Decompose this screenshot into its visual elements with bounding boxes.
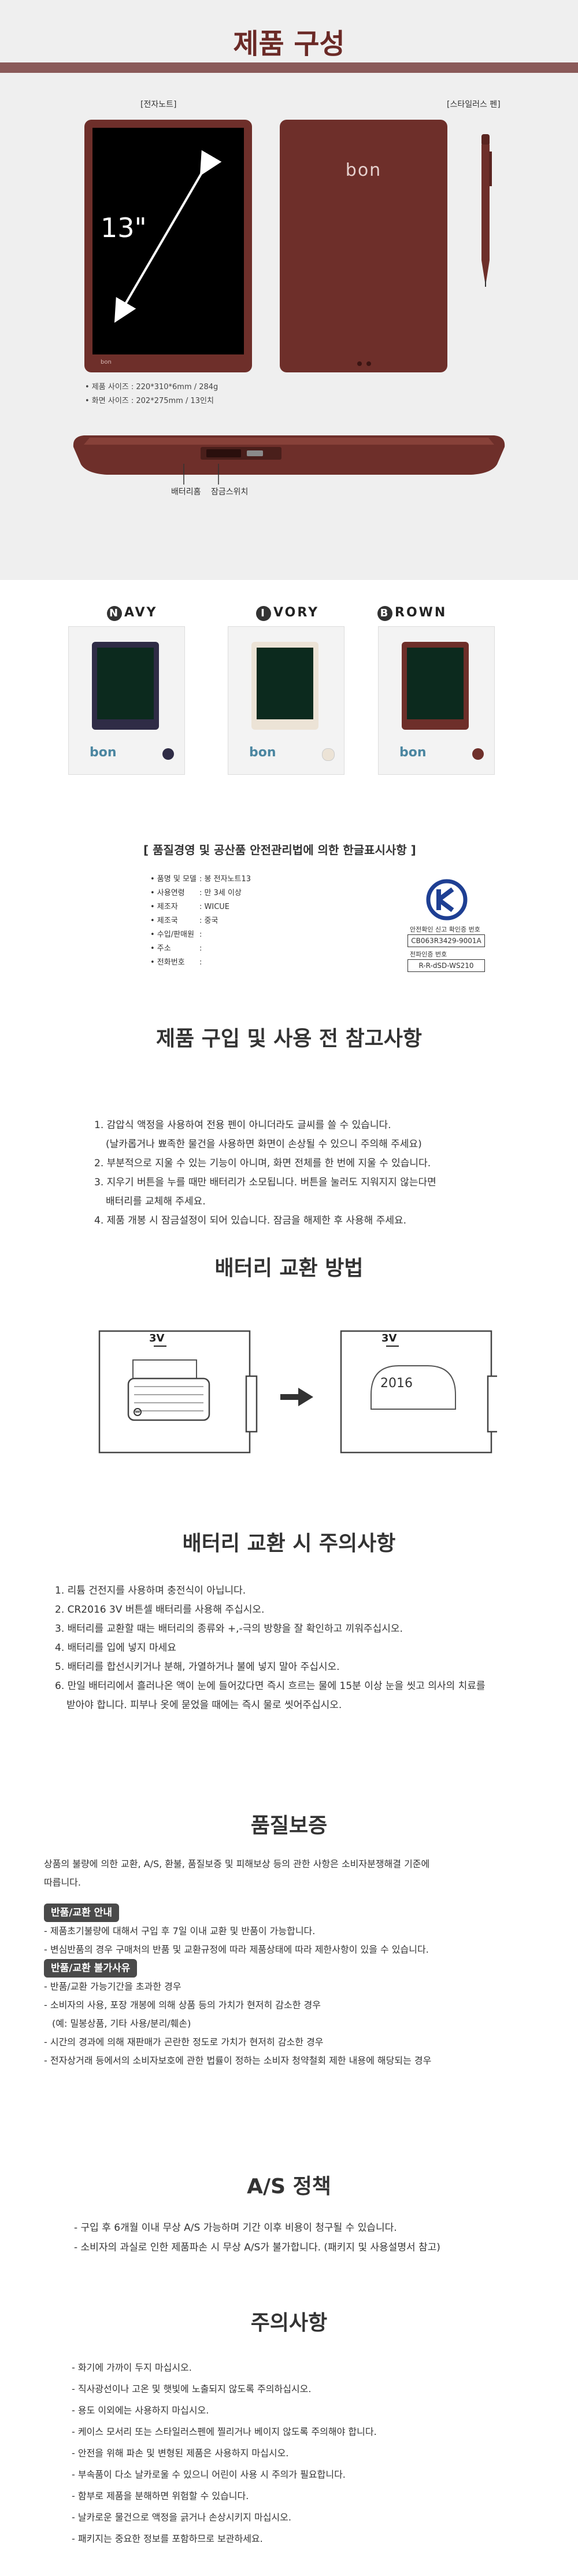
list-item: - 소비자의 사용, 포장 개봉에 의해 상품 등의 가치가 현저히 감소한 경… [44, 2000, 321, 2010]
list-item: - 전자상거래 등에서의 소비자보호에 관한 법률이 정하는 소비자 청약철회 … [44, 2055, 432, 2066]
brown-package: bon [378, 626, 495, 775]
battery-cell-label: 2016 [380, 1376, 413, 1391]
tablet-front: 13" bon [84, 120, 252, 372]
notes-list: 1. 감압식 액정을 사용하여 전용 펜이 아니더라도 글씨를 쓸 수 있습니다… [94, 1116, 436, 1230]
diagonal-arrow-icon [114, 150, 222, 323]
components-section: 제품 구성 [전자노트] [스타일러스 펜] 13" bon bon [0, 0, 578, 580]
list-item: - 직사광선이나 고온 및 햇빛에 노출되지 않도록 주의하십시오. [72, 2383, 312, 2394]
device-edge-view [73, 435, 505, 475]
caution-list: - 화기에 가까이 두지 마십시오. - 직사광선이나 고온 및 햇빛에 노출되… [72, 2357, 377, 2549]
list-item: 1. 감압식 액정을 사용하여 전용 펜이 아니더라도 글씨를 쓸 수 있습니다… [94, 1119, 391, 1131]
kc-row: • 사용연령: 만 3세 이상 [150, 889, 242, 897]
list-item: 배터리를 교체해 주세요. [106, 1196, 206, 1207]
kc-mark-icon [426, 879, 468, 921]
pointer-lines [183, 464, 219, 485]
list-item: 받아야 합니다. 피부나 옷에 묻었을 때에는 즉시 물로 씻어주십시오. [66, 1699, 342, 1711]
list-item: (예: 밀봉상품, 기타 사용/분리/훼손) [52, 2018, 191, 2029]
quality-guide: 반품/교환 안내 - 제품초기불량에 대해서 구입 후 7일 이내 교환 및 반… [44, 1904, 431, 2070]
guide-badge: 반품/교환 안내 [44, 1904, 119, 1922]
lock-switch-label: 잠금스위치 [211, 487, 249, 497]
list-item: (날카롭거나 뾰족한 물건을 사용하면 화면이 손상될 수 있으니 주의해 주세… [106, 1139, 422, 1150]
dc-symbol [154, 1346, 166, 1347]
kc-row: • 주소: [150, 944, 202, 953]
ivory-swatch [322, 748, 335, 761]
voltage-label-right: 3V [381, 1332, 397, 1344]
tablet-back: bon [280, 120, 447, 372]
back-logo: bon [345, 160, 382, 180]
kc-radio-label: 전파인증 번호 [410, 951, 447, 958]
kc-row: • 품명 및 모델: 봉 전자노트13 [150, 875, 251, 884]
components-title: 제품 구성 [233, 28, 345, 60]
notes-title: 제품 구입 및 사용 전 참고사항 [155, 1027, 423, 1051]
spec-screen-size: • 화면 사이즈 : 202*275mm / 13인치 [85, 397, 214, 405]
title-bar [0, 62, 578, 73]
package-logo: bon [249, 745, 276, 760]
kc-row: • 제조국: 중국 [150, 916, 218, 925]
spec-product-size: • 제품 사이즈 : 220*310*6mm / 284g [85, 383, 218, 391]
battery-caution-list: 1. 리튬 건전지를 사용하며 충전식이 아닙니다. 2. CR2016 3V … [55, 1581, 486, 1715]
list-item: - 안전을 위해 파손 및 변형된 제품은 사용하지 마십시오. [72, 2448, 289, 2459]
list-item: 3. 배터리를 교환할 때는 배터리의 종류와 +,-극의 방향을 잘 확인하고… [55, 1623, 403, 1635]
list-item: 5. 배터리를 합선시키거나 분해, 가열하거나 불에 넣지 말아 주십시오. [55, 1661, 340, 1673]
kc-title: [ 품질경영 및 공산품 안전관리법에 의한 한글표시사항 ] [143, 843, 416, 857]
caution-title: 주의사항 [250, 2311, 328, 2335]
battery-diagram [98, 1330, 497, 1454]
tablet-label: [전자노트] [140, 100, 177, 109]
kc-section: [ 품질경영 및 공산품 안전관리법에 의한 한글표시사항 ] • 품명 및 모… [0, 823, 578, 1026]
list-item: 3. 지우기 버튼을 누를 때만 배터리가 소모됩니다. 버튼을 눌러도 지워지… [94, 1177, 436, 1188]
kc-row: • 수입/판매원: [150, 930, 202, 939]
list-item: - 소비자의 과실로 인한 제품파손 시 무상 A/S가 불가합니다. (패키지… [74, 2242, 440, 2253]
list-item: - 패키지는 중요한 정보를 포함하므로 보관하세요. [72, 2533, 263, 2544]
package-logo: bon [399, 745, 427, 760]
list-item: 2. 부분적으로 지울 수 있는 기능이 아니며, 화면 전체를 한 번에 지울… [94, 1158, 431, 1169]
list-item: - 부속품이 다소 날카로울 수 있으니 어린이 사용 시 주의가 필요합니다. [72, 2469, 346, 2480]
tablet-screen: 13" [92, 128, 244, 354]
list-item: - 반품/교환 가능기간을 초과한 경우 [44, 1981, 181, 1992]
list-item: 2. CR2016 3V 버튼셀 배터리를 사용해 주십시오. [55, 1604, 265, 1616]
list-item: - 시간의 경과에 의해 재판매가 곤란한 정도로 가치가 현저히 감소한 경우 [44, 2037, 324, 2048]
as-list: - 구입 후 6개월 이내 무상 A/S 가능하며 기간 이후 비용이 청구될 … [74, 2218, 440, 2257]
list-item: - 날카로운 물건으로 액정을 긁거나 손상시키지 마십시오. [72, 2512, 291, 2523]
kc-row: • 제조자: WICUE [150, 903, 230, 911]
kc-cert-label: 안전확인 신고 확인증 번호 [410, 926, 480, 933]
specs-list: • 제품 사이즈 : 220*310*6mm / 284g • 화면 사이즈 :… [85, 380, 218, 408]
nogo-badge: 반품/교환 불가사유 [44, 1959, 138, 1978]
list-item: - 화기에 가까이 두지 마십시오. [72, 2362, 192, 2373]
battery-title: 배터리 교환 방법 [214, 1256, 364, 1280]
list-item: - 함부로 제품을 분해하면 위험할 수 있습니다. [72, 2490, 249, 2501]
stylus-pen-icon [481, 134, 492, 287]
kc-radio-number: R-R-dSD-WS210 [407, 959, 485, 972]
list-item: 4. 제품 개봉 시 잠금설정이 되어 있습니다. 잠금을 해제한 후 사용해 … [94, 1215, 407, 1226]
list-item: - 제품초기불량에 대해서 구입 후 7일 이내 교환 및 반품이 가능합니다. [44, 1925, 316, 1936]
list-item: 6. 만일 배터리에서 흘러나온 액이 눈에 들어갔다면 즉시 흐르는 물에 1… [55, 1680, 486, 1692]
battery-caution-title: 배터리 교환 시 주의사항 [182, 1532, 396, 1555]
voltage-label: 3V [149, 1332, 165, 1344]
list-item: - 변심반품의 경우 구매처의 반품 및 교환규정에 따라 제품상태에 따라 제… [44, 1944, 429, 1955]
kc-cert-number: CB063R3429-9001A [407, 934, 485, 947]
list-item: - 구입 후 6개월 이내 무상 A/S 가능하며 기간 이후 비용이 청구될 … [74, 2222, 397, 2234]
list-item: 1. 리튬 건전지를 사용하며 충전식이 아닙니다. [55, 1585, 246, 1596]
stylus-label: [스타일러스 펜] [447, 100, 501, 109]
quality-title: 품질보증 [250, 1814, 328, 1838]
battery-slot-label: 배터리홈 [171, 487, 201, 497]
list-item: 4. 배터리를 입에 넣지 마세요 [55, 1642, 176, 1654]
brown-swatch [472, 748, 484, 760]
navy-swatch [162, 748, 174, 760]
ivory-package: bon [228, 626, 344, 775]
screen-size-text: 13" [101, 212, 147, 243]
tablet-logo: bon [101, 359, 112, 365]
navy-package: bon [68, 626, 185, 775]
dc-symbol-right [386, 1346, 399, 1347]
list-item: - 케이스 모서리 또는 스타일러스펜에 찔리거나 베이지 않도록 주의해야 합… [72, 2426, 377, 2437]
list-item: - 용도 이외에는 사용하지 마십시오. [72, 2405, 209, 2416]
quality-intro: 상품의 불량에 의한 교환, A/S, 환불, 품질보증 및 피해보상 등의 관… [44, 1858, 430, 1888]
as-title: A/S 정책 [247, 2175, 331, 2198]
kc-row: • 전화번호: [150, 958, 202, 967]
package-logo: bon [90, 745, 117, 760]
